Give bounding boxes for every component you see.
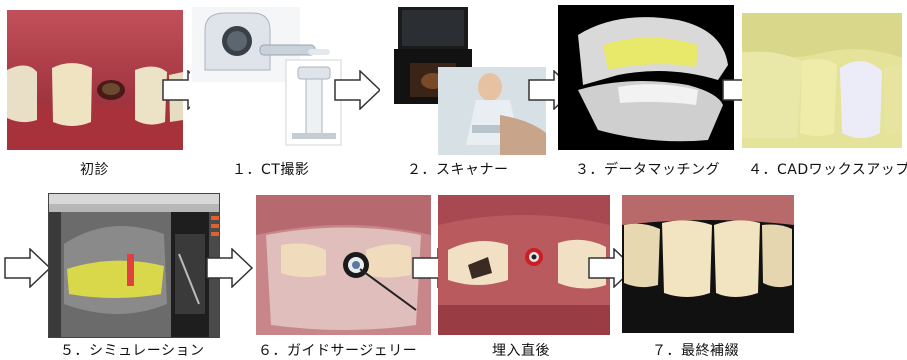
data-matching-image — [558, 5, 734, 150]
caption-initial-exam: 初診 — [80, 159, 109, 179]
right-arrow-icon — [206, 248, 254, 288]
guided-surgery-photo — [256, 195, 431, 335]
ct-scanner-image — [190, 5, 345, 147]
intraoral-scanner-image — [380, 5, 548, 155]
right-arrow-icon — [4, 248, 52, 288]
right-arrow-icon — [334, 70, 382, 110]
caption-scanner: ２．スキャナー — [407, 159, 509, 179]
caption-data-matching: ３．データマッチング — [575, 159, 720, 179]
initial-exam-photo — [7, 10, 183, 150]
caption-ct-scan: １．CT撮影 — [232, 159, 309, 179]
caption-simulation: ５．シミュレーション — [60, 340, 204, 360]
caption-post-placement: 埋入直後 — [492, 340, 550, 360]
post-placement-photo — [438, 195, 610, 335]
simulation-software-image — [48, 193, 220, 338]
flow-arrow-5 — [4, 248, 52, 288]
caption-cad-waxup: ４．CADワックスアップ — [748, 159, 907, 179]
caption-final-restoration: ７．最終補綴 — [652, 340, 739, 360]
flow-arrow-6 — [206, 248, 254, 288]
caption-guided-surgery: ６．ガイドサージェリー — [258, 340, 417, 360]
flow-arrow-2 — [334, 70, 382, 110]
final-restoration-photo — [622, 195, 794, 333]
cad-waxup-image — [742, 13, 902, 148]
